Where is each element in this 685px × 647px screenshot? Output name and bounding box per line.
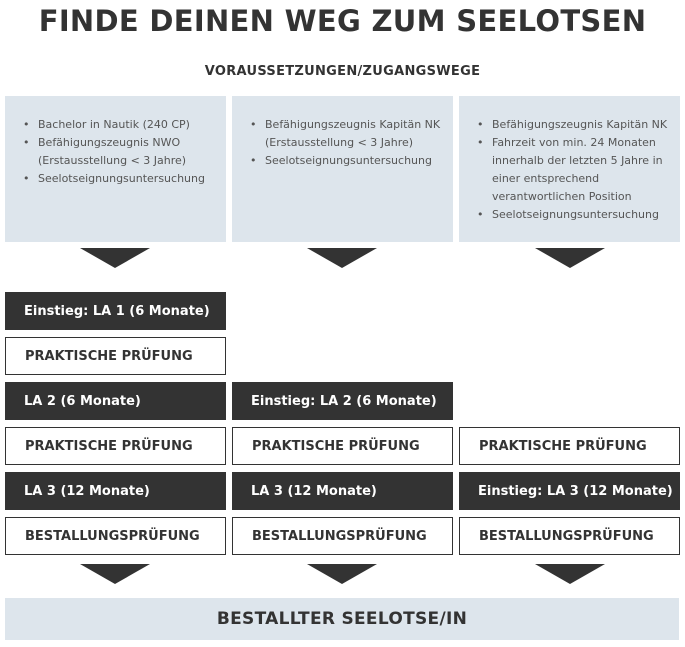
page-title: FINDE DEINEN WEG ZUM SEELOTSEN xyxy=(38,4,647,38)
down-arrow-icon xyxy=(307,248,377,268)
requirement-item: Fahrzeit von min. 24 Monaten innerhalb d… xyxy=(477,134,670,206)
step-entry-la2: Einstieg: LA 2 (6 Monate) xyxy=(232,382,453,420)
requirement-item: Bachelor in Nautik (240 CP) xyxy=(23,116,216,134)
requirement-item: Befähigungszeugnis Kapitän NK (Erstausst… xyxy=(250,116,443,152)
step-entry-la1: Einstieg: LA 1 (6 Monate) xyxy=(5,292,226,330)
down-arrow-icon xyxy=(535,564,605,584)
step-final-exam: BESTALLUNGSPRÜFUNG xyxy=(232,517,453,555)
step-practical-exam: PRAKTISCHE PRÜFUNG xyxy=(232,427,453,465)
down-arrow-icon xyxy=(535,248,605,268)
requirement-item: Befähigungszeugnis NWO (Erstausstellung … xyxy=(23,134,216,170)
step-final-exam: BESTALLUNGSPRÜFUNG xyxy=(459,517,680,555)
step-practical-exam: PRAKTISCHE PRÜFUNG xyxy=(5,427,226,465)
requirement-item: Seelotseignungsuntersuchung xyxy=(23,170,216,188)
requirements-panel-2: Befähigungszeugnis Kapitän NK (Erstausst… xyxy=(232,96,453,242)
result-box: BESTALLTER SEELOTSE/IN xyxy=(5,598,679,640)
requirements-panel-3: Befähigungszeugnis Kapitän NK Fahrzeit v… xyxy=(459,96,680,242)
step-la2: LA 2 (6 Monate) xyxy=(5,382,226,420)
down-arrow-icon xyxy=(307,564,377,584)
requirement-item: Seelotseignungsuntersuchung xyxy=(477,206,670,224)
step-final-exam: BESTALLUNGSPRÜFUNG xyxy=(5,517,226,555)
requirements-panel-1: Bachelor in Nautik (240 CP) Befähigungsz… xyxy=(5,96,226,242)
page-subtitle: VORAUSSETZUNGEN/ZUGANGSWEGE xyxy=(204,64,481,79)
requirement-item: Seelotseignungsuntersuchung xyxy=(250,152,443,170)
step-la3: LA 3 (12 Monate) xyxy=(5,472,226,510)
step-practical-exam: PRAKTISCHE PRÜFUNG xyxy=(5,337,226,375)
step-la3: LA 3 (12 Monate) xyxy=(232,472,453,510)
step-entry-la3: Einstieg: LA 3 (12 Monate) xyxy=(459,472,680,510)
down-arrow-icon xyxy=(80,248,150,268)
step-practical-exam: PRAKTISCHE PRÜFUNG xyxy=(459,427,680,465)
requirement-item: Befähigungszeugnis Kapitän NK xyxy=(477,116,670,134)
down-arrow-icon xyxy=(80,564,150,584)
